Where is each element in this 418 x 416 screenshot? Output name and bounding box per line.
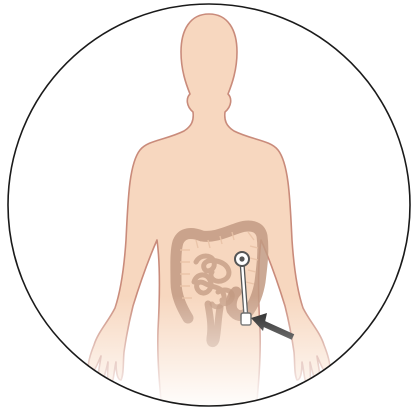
anatomy-illustration	[0, 0, 418, 411]
illustration-canvas	[0, 0, 418, 411]
bottom-fade	[0, 0, 418, 411]
clipped-content	[0, 0, 418, 411]
